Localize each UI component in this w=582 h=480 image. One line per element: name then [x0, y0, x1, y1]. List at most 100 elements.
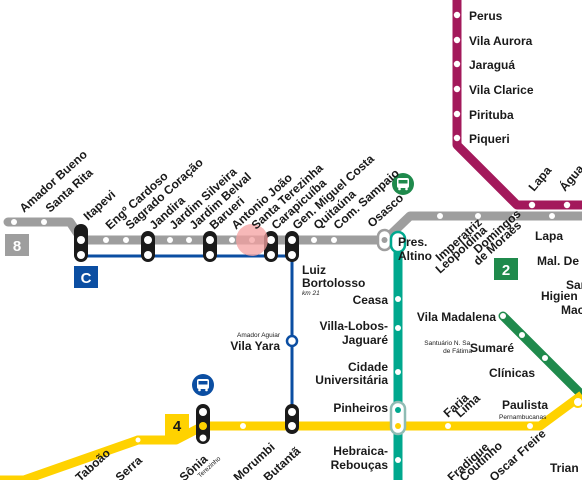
station-dot-jaragua[interactable]: [453, 60, 461, 68]
station-dot-quitauna[interactable]: [311, 237, 317, 243]
label-vila-clarice: Vila Clarice: [469, 83, 534, 97]
label-sumare: Sumaré: [470, 341, 514, 355]
station-dot-taboao[interactable]: [133, 435, 143, 445]
label-jaragua: Jaraguá: [469, 58, 515, 72]
line-7-ruby: [452, 0, 582, 210]
label-vila-yara: Vila Yara: [230, 339, 280, 353]
line-4-yellow: 4: [0, 391, 582, 480]
line-7-stations: [453, 11, 571, 209]
label-paulista: Paulista: [502, 398, 548, 412]
label-mal-de: Mal. De: [537, 254, 579, 268]
label-hebraica-1: Hebraica-: [333, 444, 388, 458]
station-dot-vila-yara[interactable]: [285, 334, 299, 348]
station-dot-paulista[interactable]: [527, 423, 533, 429]
station-dot-jardim-silveira[interactable]: [167, 237, 173, 243]
label-lapa-line8: Lapa: [535, 229, 563, 243]
line-2-green: 2: [494, 258, 582, 400]
station-dot-lapa-line8-b[interactable]: [549, 213, 555, 219]
station-dot-pirituba[interactable]: [453, 110, 461, 118]
label-pres-altino-1: Pres.: [398, 235, 427, 249]
label-agua: Água: [556, 161, 582, 194]
station-dot-com-sampaio[interactable]: [331, 237, 337, 243]
station-dot-cidade-universitaria[interactable]: [395, 369, 401, 375]
line-7-track: [452, 0, 582, 210]
line-c-badge-label: C: [81, 270, 92, 287]
label-pres-altino-2: Altino: [398, 249, 432, 263]
station-dot-morumbi[interactable]: [240, 423, 246, 429]
label-piqueri: Piqueri: [469, 132, 510, 146]
label-amador-aguiar: Amador Aguiar: [237, 332, 281, 339]
station-dot-vila-madalena[interactable]: [500, 313, 506, 319]
line-4-stations: [133, 396, 582, 445]
label-perus: Perus: [469, 9, 503, 23]
label-higien: Higien: [541, 289, 578, 303]
line-c-badge: [74, 266, 98, 288]
station-dot-domingos-de-moraes[interactable]: [475, 213, 481, 219]
label-villa-lobos-1: Villa-Lobos-: [320, 319, 388, 333]
line-9-stations: [395, 296, 401, 463]
line-2-track: [498, 311, 582, 400]
interchange-osasco[interactable]: [376, 228, 393, 252]
label-serra: Serra: [113, 453, 145, 480]
label-cidade-universitaria-1: Cidade: [348, 360, 388, 374]
station-dot-ceasa[interactable]: [395, 296, 401, 302]
line-8-diamond: 8: [3, 211, 582, 256]
station-dot-lapa-line7[interactable]: [528, 201, 536, 209]
station-dot-sumare[interactable]: [519, 332, 525, 338]
interchange-pinheiros[interactable]: [389, 400, 407, 436]
station-dot-clinicas[interactable]: [542, 355, 548, 361]
bus-terminal-icon-morumbi: [192, 374, 214, 396]
station-dot-consolacao[interactable]: [572, 396, 582, 408]
label-santuario-1: Santuário N. Sa.: [424, 340, 472, 347]
label-pernambucanas: Pernambucanas: [499, 414, 547, 421]
station-dot-jardim-belval[interactable]: [186, 237, 192, 243]
label-vila-madalena: Vila Madalena: [417, 310, 496, 324]
label-mac: Mac: [561, 303, 582, 317]
label-clinicas: Clínicas: [489, 366, 535, 380]
station-dot-agua[interactable]: [563, 201, 571, 209]
line-8-stations: [11, 213, 555, 243]
label-vila-aurora: Vila Aurora: [469, 34, 533, 48]
selected-station-highlight: [236, 224, 268, 256]
station-dot-imperatriz-leopoldina[interactable]: [437, 213, 443, 219]
station-dot-vila-clarice[interactable]: [453, 85, 461, 93]
bus-terminal-icon-osasco: [392, 173, 414, 195]
label-pinheiros: Pinheiros: [333, 401, 388, 415]
line-4-track: [0, 391, 582, 480]
line-4-badge: [165, 414, 189, 436]
station-dot-sagrado-coracao[interactable]: [123, 237, 129, 243]
station-dot-lapa-line8[interactable]: [512, 213, 518, 219]
station-dot-faria-lima-dot[interactable]: [445, 423, 451, 429]
station-dot-perus[interactable]: [453, 11, 461, 19]
interchange-sao-paulo-morumbi[interactable]: [196, 404, 210, 444]
line-2-stations: [500, 313, 548, 361]
label-luiz-bortolosso-2: Bortolosso: [302, 276, 365, 290]
interchange-itapevi[interactable]: [74, 224, 88, 262]
interchange-butanta[interactable]: [285, 404, 299, 434]
label-lapa-line7: Lapa: [526, 163, 555, 194]
station-dot-hebraica-reboucas[interactable]: [395, 457, 401, 463]
label-trian: Trian: [550, 461, 579, 475]
station-dot-santa-rita[interactable]: [41, 219, 47, 225]
station-dot-villa-lobos[interactable]: [395, 325, 401, 331]
station-dot-vila-aurora[interactable]: [453, 36, 461, 44]
line-9-emerald: [393, 240, 403, 480]
label-villa-lobos-2: Jaguaré: [342, 333, 388, 347]
interchange-barueri[interactable]: [203, 231, 217, 262]
line-8-badge: [5, 234, 29, 256]
station-dot-piqueri[interactable]: [453, 134, 461, 142]
line-2-badge-label: 2: [502, 262, 510, 279]
label-santa-right: Santa: [566, 278, 582, 292]
label-hebraica-2: Rebouças: [331, 458, 389, 472]
interchange-jandira[interactable]: [141, 231, 155, 262]
line-4-badge-label: 4: [173, 418, 182, 435]
label-santuario-2: de Fátima: [443, 348, 472, 355]
label-cidade-universitaria-2: Universitária: [315, 373, 388, 387]
interchange-pres-altino[interactable]: [389, 230, 407, 254]
station-dot-antonio-joao[interactable]: [229, 237, 235, 243]
line-8-badge-label: 8: [13, 238, 21, 255]
station-dot-eng-cardoso[interactable]: [103, 237, 109, 243]
interchange-gen-miguel-costa[interactable]: [285, 231, 299, 262]
station-dot-amador-bueno[interactable]: [11, 219, 17, 225]
